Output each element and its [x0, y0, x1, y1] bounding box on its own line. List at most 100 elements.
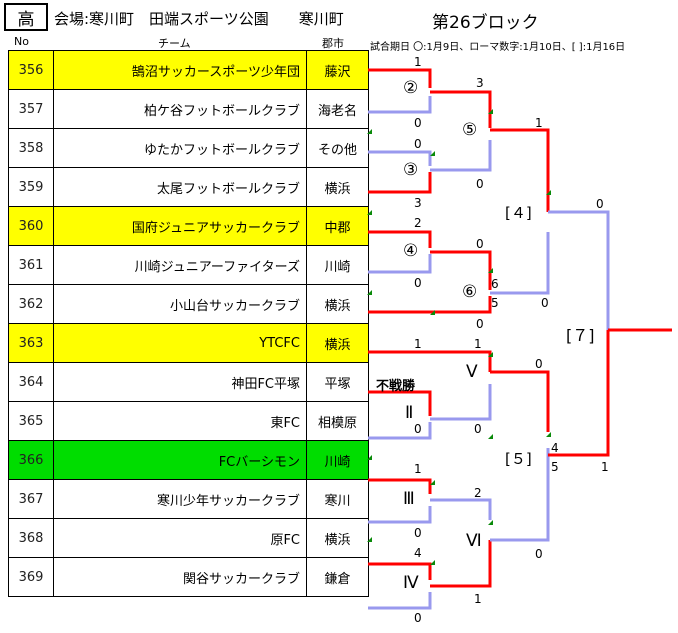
- team-number: 360: [8, 206, 54, 246]
- bracket-line-win: [368, 68, 432, 88]
- team-city: 横浜: [306, 284, 369, 324]
- team-number: 358: [8, 128, 54, 168]
- bracket-line-lose: [430, 498, 492, 520]
- round-label: ②: [403, 78, 419, 98]
- team-number: 359: [8, 167, 54, 207]
- team-city: 海老名: [306, 89, 369, 129]
- bracket-line-win: [368, 230, 432, 248]
- score: 0: [414, 526, 422, 540]
- team-number: 365: [8, 401, 54, 441]
- score: 3: [414, 196, 422, 210]
- comment-marker: [546, 432, 551, 437]
- score: 1: [601, 460, 609, 474]
- category-badge: 高: [4, 3, 48, 31]
- bracket-line-win: [368, 562, 432, 580]
- score: 0: [596, 197, 604, 211]
- score: 0: [535, 547, 543, 561]
- round-label: Ⅵ: [466, 531, 482, 551]
- bracket-line-win: [548, 330, 610, 457]
- comment-marker: [488, 352, 493, 357]
- score: 0: [414, 276, 422, 290]
- column-header-no: No: [14, 35, 29, 48]
- score: 0: [541, 296, 549, 310]
- bracket-line-lose: [368, 96, 432, 114]
- team-name: 寒川少年サッカークラブ: [53, 479, 307, 519]
- bracket-line-win: [430, 250, 492, 290]
- bracket-line-win: [368, 390, 432, 416]
- bracket-line-win: [490, 370, 550, 432]
- bracket-line-lose: [430, 140, 492, 172]
- team-number: 361: [8, 245, 54, 285]
- bracket-line-lose: [368, 592, 432, 610]
- comment-marker: [488, 268, 493, 273]
- team-name: 川崎ジュニアーファイターズ: [53, 245, 307, 285]
- round-label: ④: [403, 241, 419, 261]
- score: 5: [551, 460, 559, 474]
- comment-marker: [488, 109, 493, 114]
- bracket-line-lose: [490, 448, 550, 542]
- comment-marker: [488, 520, 493, 525]
- score: 1: [414, 462, 422, 476]
- team-name: 柏ケ谷フットボールクラブ: [53, 89, 307, 129]
- comment-marker: [367, 455, 372, 460]
- score: 3: [476, 76, 484, 90]
- comment-marker: [430, 310, 435, 315]
- bracket-line-lose: [548, 210, 610, 330]
- walkover-label: 不戦勝: [376, 379, 416, 394]
- bracket-line-win: [368, 296, 492, 314]
- round-label: Ⅲ: [403, 489, 415, 509]
- score: 1: [474, 592, 482, 606]
- comment-marker: [430, 151, 435, 156]
- bracket-line-lose: [430, 384, 492, 421]
- comment-marker: [430, 480, 435, 485]
- bracket-line-lose: [368, 422, 432, 440]
- team-city: 平塚: [306, 362, 369, 402]
- score: 1: [474, 337, 482, 351]
- round-label: ⑥: [462, 282, 478, 302]
- venue-title: 会場:寒川町 田端スポーツ公園 寒川町: [54, 10, 344, 28]
- team-city: 川崎: [306, 440, 369, 480]
- round-label: ③: [403, 160, 419, 180]
- round-label: [５]: [505, 450, 532, 468]
- comment-marker: [546, 190, 551, 195]
- team-city: 寒川: [306, 479, 369, 519]
- bracket-line-lose: [368, 506, 432, 524]
- bracket-line-win: [430, 90, 492, 128]
- column-header-team: チーム: [158, 37, 191, 50]
- team-name: 東FC: [53, 401, 307, 441]
- comment-marker: [367, 290, 372, 295]
- comment-marker: [367, 210, 372, 215]
- team-city: 鎌倉: [306, 557, 369, 597]
- comment-marker: [367, 129, 372, 134]
- score: 0: [476, 177, 484, 191]
- team-name: 関谷サッカークラブ: [53, 557, 307, 597]
- block-title: 第26ブロック: [432, 13, 539, 33]
- team-name: ゆたかフットボールクラブ: [53, 128, 307, 168]
- team-name: 小山台サッカークラブ: [53, 284, 307, 324]
- score: 1: [414, 55, 422, 69]
- score: 0: [476, 317, 484, 331]
- score: 2: [414, 216, 422, 230]
- score: 0: [414, 137, 422, 151]
- round-label: Ⅱ: [405, 403, 414, 423]
- score: 5: [491, 296, 499, 310]
- round-label: [７]: [566, 326, 595, 345]
- score: 1: [535, 116, 543, 130]
- team-number: 363: [8, 323, 54, 363]
- score: 2: [474, 486, 482, 500]
- round-label: ⑤: [462, 120, 478, 140]
- team-city: 横浜: [306, 518, 369, 558]
- score: 4: [414, 546, 422, 560]
- team-number: 364: [8, 362, 54, 402]
